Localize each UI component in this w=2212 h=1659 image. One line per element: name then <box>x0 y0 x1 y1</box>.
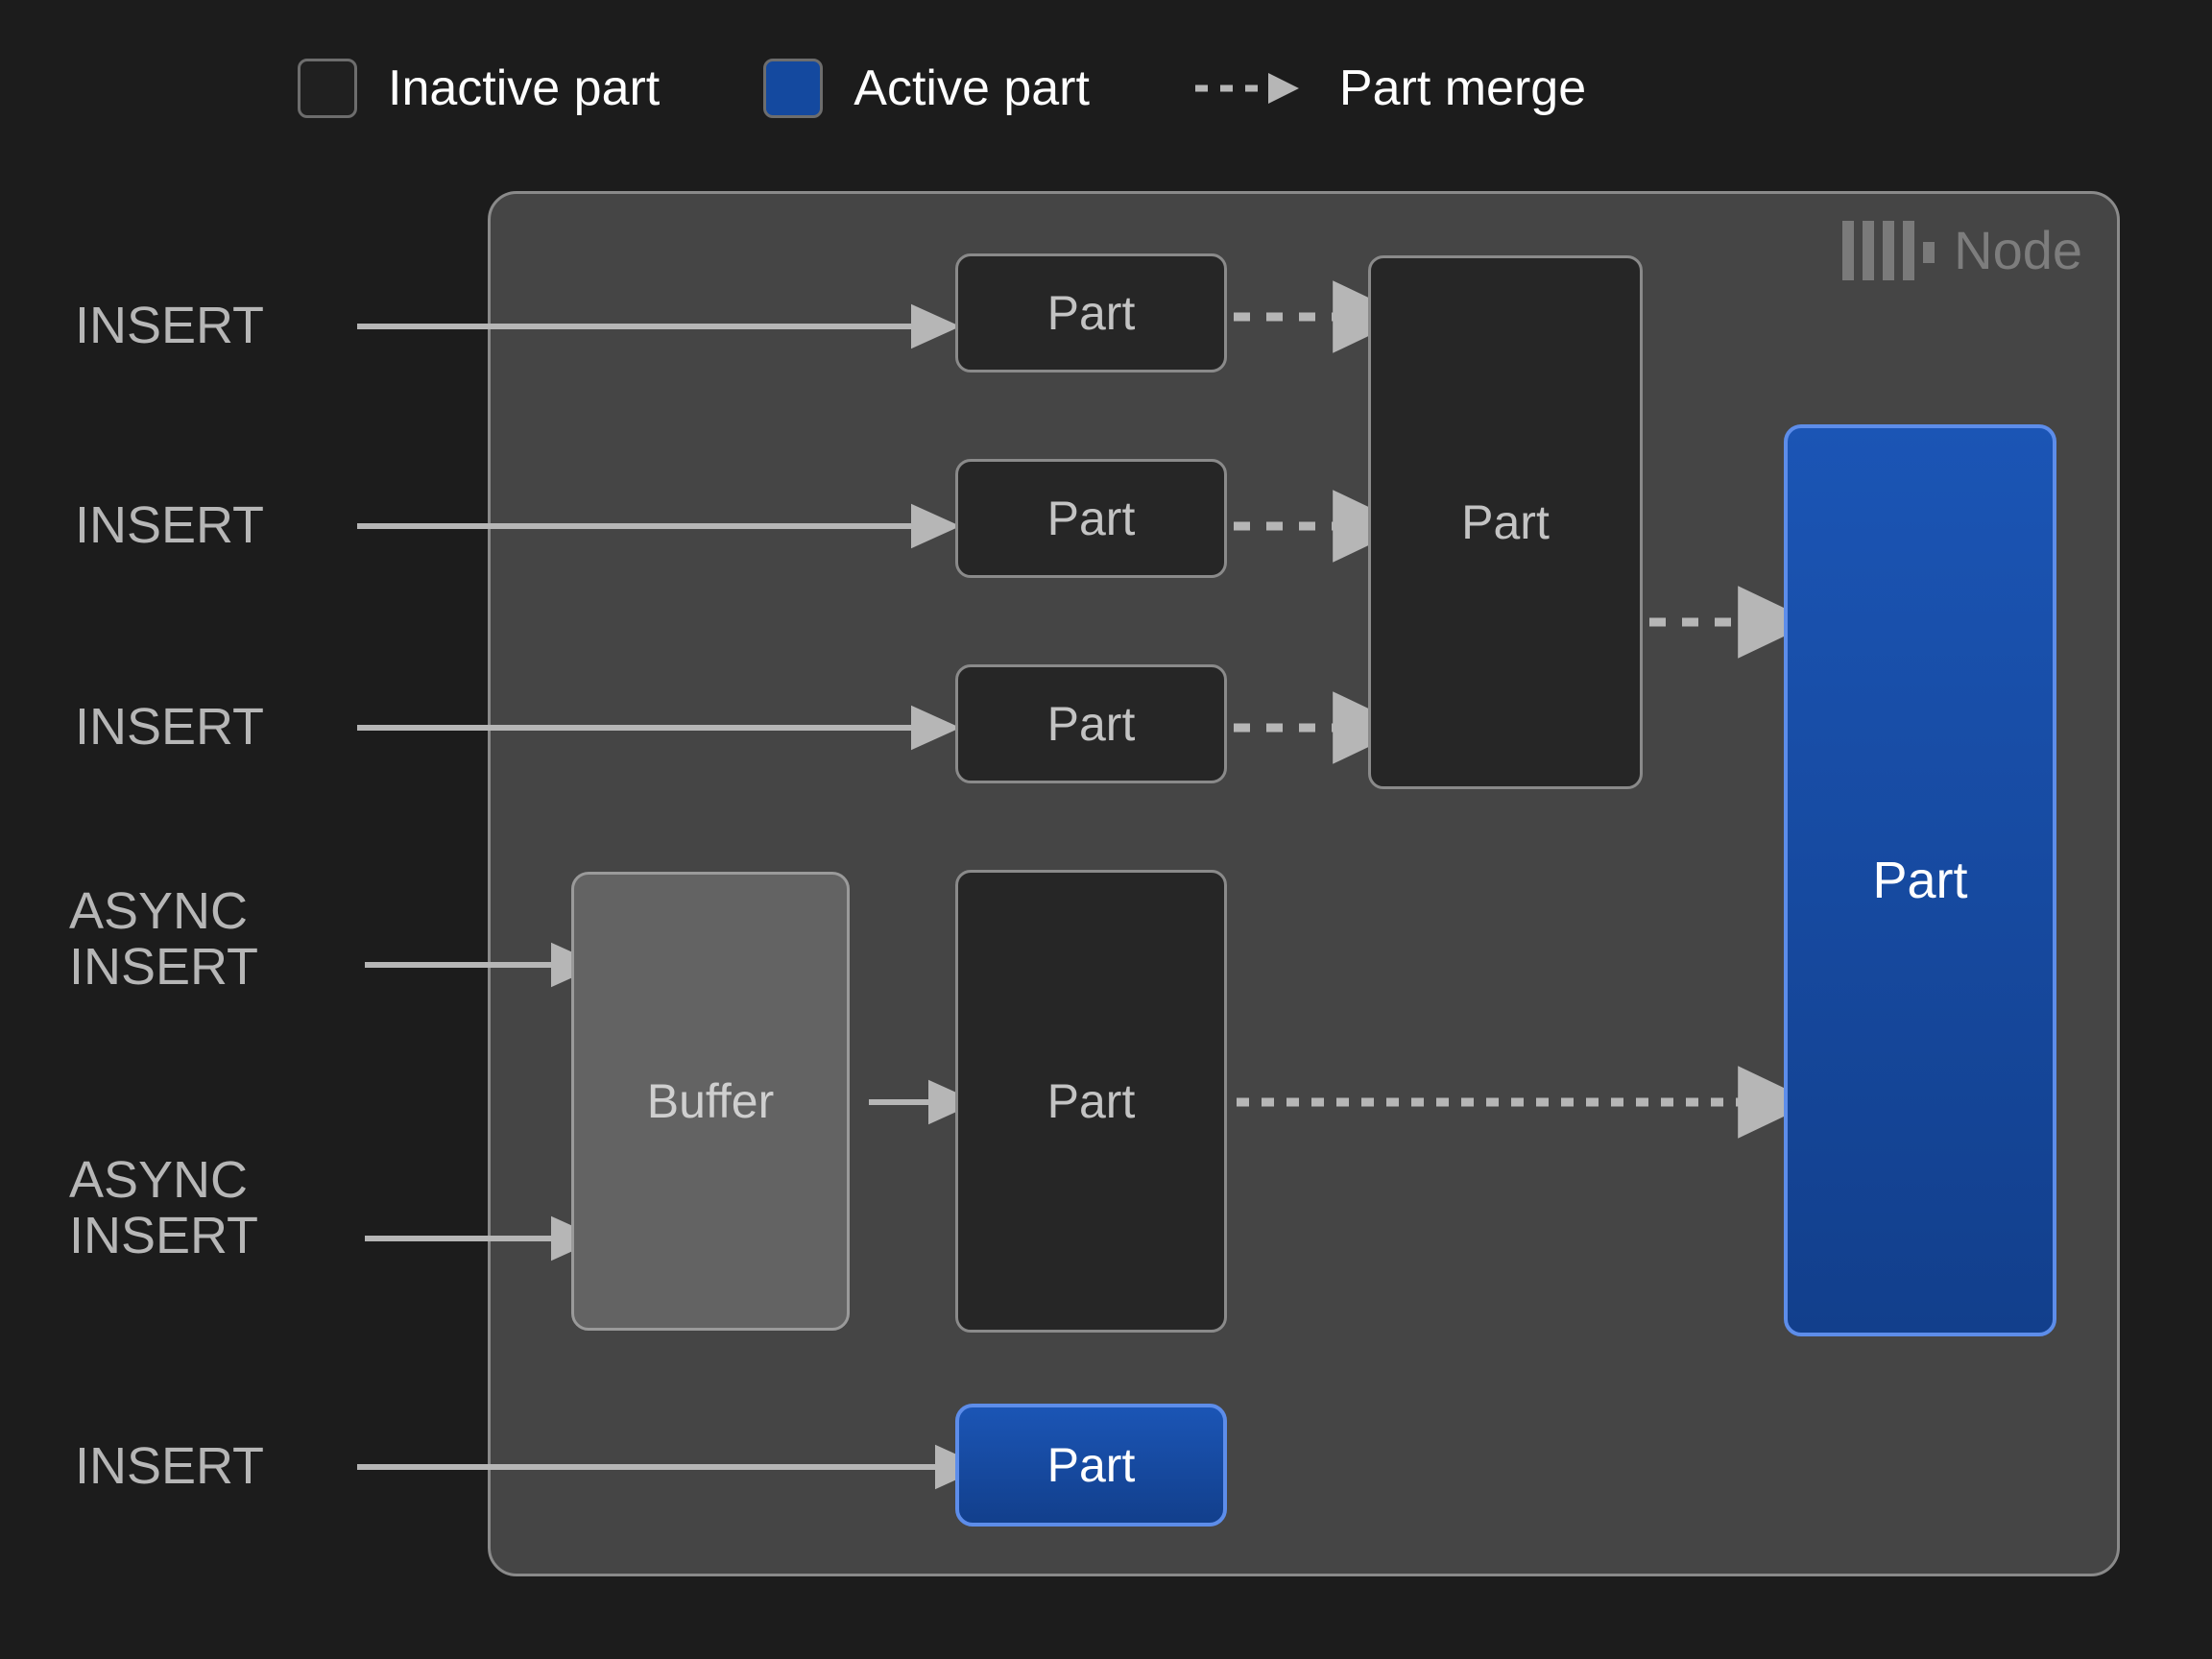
legend-label-part-merge: Part merge <box>1338 60 1587 116</box>
dashed-arrow-icon <box>1193 69 1309 108</box>
part-box-final-active[interactable]: Part <box>1784 424 2056 1336</box>
part-box-top-3[interactable]: Part <box>955 664 1227 783</box>
inactive-part-swatch-icon <box>298 59 357 118</box>
source-label-async-insert-2: ASYNC INSERT <box>69 1151 259 1265</box>
part-box-label: Part <box>1046 697 1136 751</box>
part-box-from-buffer[interactable]: Part <box>955 870 1227 1333</box>
legend-item-part-merge: Part merge <box>1193 63 1586 113</box>
legend-label-active-part: Active part <box>854 60 1090 116</box>
part-box-top-2[interactable]: Part <box>955 459 1227 578</box>
part-box-label: Part <box>1046 1074 1136 1128</box>
buffer-box-label: Buffer <box>646 1074 775 1128</box>
legend-item-inactive-part: Inactive part <box>298 59 660 118</box>
part-box-merged-mid[interactable]: Part <box>1368 255 1643 789</box>
source-label-insert-4: INSERT <box>75 1437 265 1495</box>
part-box-label: Part <box>1046 492 1136 545</box>
source-label-async-insert-1: ASYNC INSERT <box>69 882 259 997</box>
legend: Inactive part Active part Part merge <box>298 58 1586 119</box>
active-part-swatch-icon <box>763 59 824 118</box>
clickhouse-logo-icon <box>1842 221 1936 280</box>
legend-label-inactive-part: Inactive part <box>388 60 661 116</box>
buffer-box[interactable]: Buffer <box>571 872 850 1331</box>
legend-item-active-part: Active part <box>763 59 1090 118</box>
source-label-insert-2: INSERT <box>75 496 265 554</box>
part-box-label: Part <box>1046 286 1136 340</box>
part-box-label: Part <box>1046 1438 1136 1492</box>
node-label: Node <box>1954 220 2082 280</box>
part-box-label: Part <box>1872 852 1968 909</box>
source-label-insert-1: INSERT <box>75 297 265 354</box>
part-box-top-1[interactable]: Part <box>955 253 1227 373</box>
part-box-label: Part <box>1461 495 1550 549</box>
part-box-bottom-active[interactable]: Part <box>955 1404 1227 1527</box>
node-tag: Node <box>1842 221 2082 280</box>
source-label-insert-3: INSERT <box>75 698 265 756</box>
